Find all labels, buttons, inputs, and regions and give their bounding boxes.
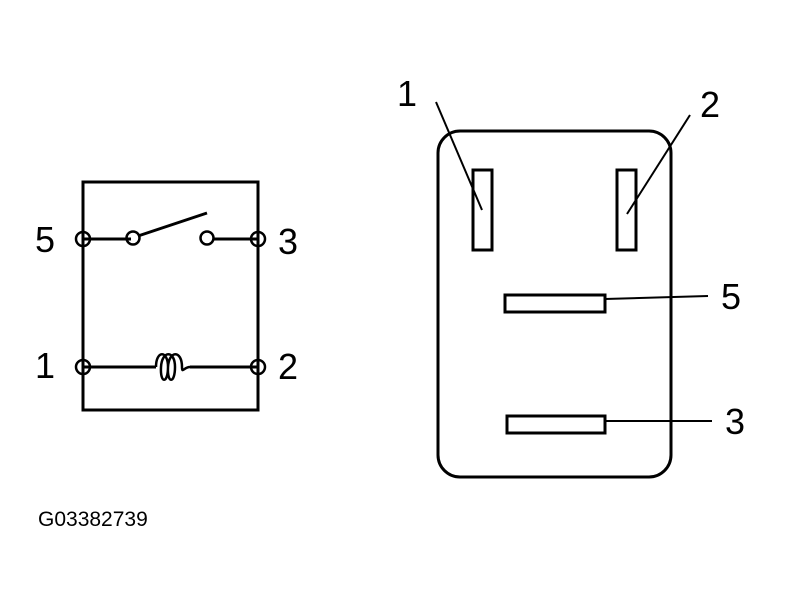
terminal-3-circle (249, 230, 267, 248)
switch-blade (137, 211, 208, 238)
terminal-label-2: 2 (278, 346, 298, 387)
relay-schematic: 5 3 1 2 (35, 180, 298, 412)
pin-1 (471, 168, 494, 252)
relay-coil (154, 353, 191, 381)
connector-view: 1 2 5 3 (397, 73, 745, 479)
terminal-label-3: 3 (278, 221, 298, 262)
pin-label-1: 1 (397, 73, 417, 114)
pin-label-2: 2 (700, 84, 720, 125)
pin-2 (615, 168, 638, 252)
pin-5 (503, 293, 607, 314)
figure-code: G03382739 (38, 508, 148, 531)
terminal-label-1: 1 (35, 345, 55, 386)
schematic-housing (81, 180, 260, 412)
terminal-2-circle (249, 358, 267, 376)
terminal-5-circle (74, 230, 92, 248)
pin-label-5: 5 (721, 276, 741, 317)
terminal-1-circle (74, 358, 92, 376)
pin-label-3: 3 (725, 401, 745, 442)
switch-fixed-contact (199, 230, 215, 246)
pin-3 (505, 414, 607, 435)
leader-line-1 (435, 101, 483, 211)
terminal-label-5: 5 (35, 219, 55, 260)
connector-body (436, 129, 673, 479)
switch-pivot-contact (125, 230, 141, 246)
leader-line-5 (604, 295, 709, 300)
leader-line-2 (626, 114, 691, 215)
